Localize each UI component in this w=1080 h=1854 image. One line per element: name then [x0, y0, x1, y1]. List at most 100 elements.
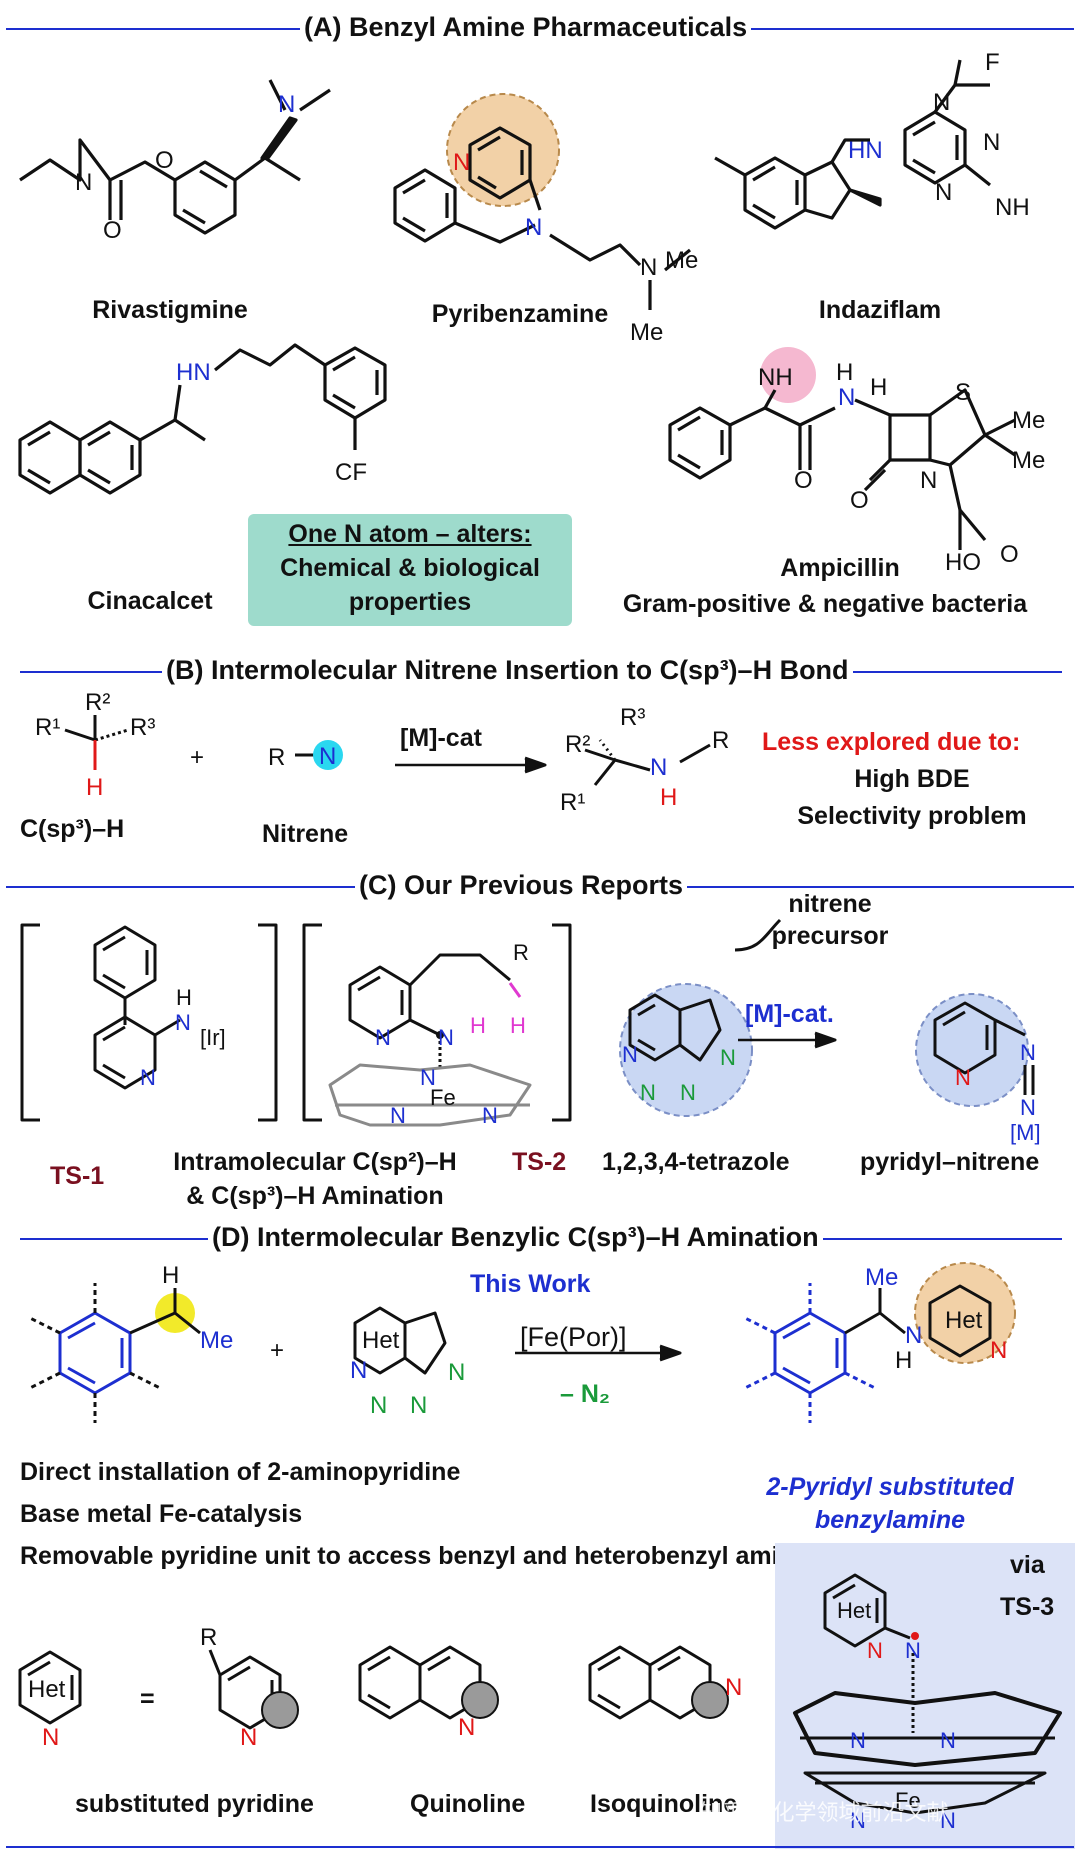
b-substrate-label: C(sp³)–H [20, 815, 125, 843]
c-ts1: TS-1 [50, 1162, 105, 1190]
svg-text:H: H [895, 1347, 912, 1374]
svg-text:HN: HN [848, 137, 883, 164]
svg-text:N: N [838, 384, 855, 411]
het-label-isoquinoline: Isoquinoline [590, 1790, 738, 1818]
ts3-structure: Het N N Fe N N N N [793, 1573, 1062, 1833]
d-feature3: Removable pyridine unit to access benzyl… [20, 1542, 808, 1570]
ampicillin-label: Ampicillin [780, 554, 900, 582]
svg-text:N: N [370, 1392, 387, 1419]
svg-text:N: N [640, 254, 657, 281]
svg-text:N: N [983, 129, 1000, 156]
svg-text:F: F [985, 49, 1000, 76]
svg-text:NH: NH [995, 194, 1030, 221]
svg-text:O: O [155, 147, 174, 174]
d-feature2: Base metal Fe-catalysis [20, 1500, 303, 1528]
section-a-header: (A) Benzyl Amine Pharmaceuticals [0, 12, 1080, 46]
section-c-scheme: H N [Ir] N N N R H H Fe N N N N N N N N … [20, 918, 1041, 1145]
svg-text:N: N [850, 1728, 866, 1753]
svg-text:N: N [905, 1638, 921, 1663]
svg-text:HN: HN [176, 359, 211, 386]
svg-text:N: N [278, 91, 295, 118]
svg-text:N: N [920, 467, 937, 494]
callout-title: One N atom – alters: [288, 520, 532, 548]
svg-text:Het: Het [837, 1598, 871, 1623]
section-b-title: (B) Intermolecular Nitrene Insertion to … [162, 655, 853, 686]
svg-text:N: N [955, 1065, 971, 1090]
svg-text:+: + [190, 744, 204, 771]
svg-text:+: + [270, 1337, 284, 1364]
svg-text:CF: CF [335, 459, 367, 486]
svg-text:N: N [458, 1714, 475, 1741]
d-product-line2: benzylamine [814, 1506, 966, 1534]
svg-text:H: H [870, 374, 887, 401]
b-catalyst: [M]-cat [400, 724, 482, 752]
d-this-work: This Work [470, 1270, 591, 1298]
svg-text:Me: Me [200, 1327, 233, 1354]
svg-text:N: N [850, 1808, 866, 1833]
svg-text:N: N [482, 1103, 498, 1128]
het-label-pyridine: substituted pyridine [75, 1790, 314, 1818]
section-a-structures: N O O N N N N Me Me HN N N N NH F HN CF … [18, 49, 1045, 576]
svg-text:H: H [660, 784, 677, 811]
d-byproduct: – N₂ [560, 1380, 611, 1408]
svg-text:N: N [438, 1025, 454, 1050]
b-less-explored: Less explored due to: [762, 728, 1021, 756]
svg-text:N: N [375, 1025, 391, 1050]
svg-text:H: H [176, 985, 192, 1010]
c-nitrene-label: pyridyl–nitrene [860, 1148, 1040, 1176]
svg-text:R¹: R¹ [560, 789, 585, 816]
svg-text:R: R [200, 1624, 217, 1651]
d-catalyst: [Fe(Por)] [520, 1322, 627, 1352]
svg-text:N: N [933, 89, 950, 116]
svg-text:Het: Het [362, 1327, 400, 1354]
svg-text:N: N [42, 1724, 59, 1751]
svg-text:R¹: R¹ [35, 714, 60, 741]
b-reason2: Selectivity problem [797, 802, 1027, 830]
section-c-title: (C) Our Previous Reports [355, 870, 688, 901]
svg-text:Me: Me [1012, 407, 1045, 434]
svg-text:Fe: Fe [430, 1085, 456, 1110]
svg-text:N: N [420, 1065, 436, 1090]
d-feature1: Direct installation of 2-aminopyridine [20, 1458, 461, 1486]
svg-text:N: N [350, 1357, 367, 1384]
c-cat: [M]-cat. [745, 1000, 834, 1028]
svg-text:O: O [850, 487, 869, 514]
section-a-title: (A) Benzyl Amine Pharmaceuticals [300, 12, 752, 43]
svg-text:N: N [1020, 1095, 1036, 1120]
svg-text:H: H [836, 359, 853, 386]
svg-text:N: N [448, 1359, 465, 1386]
svg-text:N: N [725, 1674, 742, 1701]
svg-text:N: N [453, 149, 470, 176]
c-ts2: TS-2 [512, 1148, 567, 1176]
svg-text:N: N [935, 179, 952, 206]
het-structures: Het N R N N N [18, 1624, 742, 1751]
svg-text:O: O [103, 217, 122, 244]
section-b-header: (B) Intermolecular Nitrene Insertion to … [0, 655, 1080, 689]
section-c-header: (C) Our Previous Reports [0, 870, 1080, 904]
svg-text:N: N [75, 169, 92, 196]
section-b-scheme: R² R¹ R³ H + R N R³ R² R¹ N H R [35, 690, 729, 816]
callout-line3: properties [348, 588, 472, 616]
svg-text:R²: R² [85, 690, 110, 716]
svg-text:Fe: Fe [895, 1788, 921, 1813]
cinacalcet-label: Cinacalcet [87, 587, 213, 615]
svg-text:N: N [680, 1080, 696, 1105]
b-reason1: High BDE [854, 765, 970, 793]
svg-text:[M]: [M] [1010, 1120, 1041, 1145]
svg-text:N: N [867, 1638, 883, 1663]
svg-text:N: N [175, 1010, 191, 1035]
svg-text:R: R [268, 744, 285, 771]
ampicillin-note: Gram-positive & negative bacteria [622, 590, 1028, 618]
svg-text:N: N [905, 1322, 922, 1349]
d-product-line1: 2-Pyridyl substituted [766, 1473, 1014, 1501]
callout-line2: Chemical & biological [280, 554, 540, 582]
svg-text:N: N [410, 1392, 427, 1419]
svg-text:Me: Me [1012, 447, 1045, 474]
b-nitrene-label: Nitrene [262, 820, 349, 848]
svg-text:R³: R³ [620, 704, 645, 731]
section-d-scheme: H Me + Het N N N N Me N H Het N [29, 1262, 1016, 1423]
svg-text:N: N [640, 1080, 656, 1105]
svg-text:O: O [794, 467, 813, 494]
c-precursor-line2: precursor [771, 922, 889, 950]
section-d-title: (D) Intermolecular Benzylic C(sp³)–H Ami… [208, 1222, 823, 1253]
